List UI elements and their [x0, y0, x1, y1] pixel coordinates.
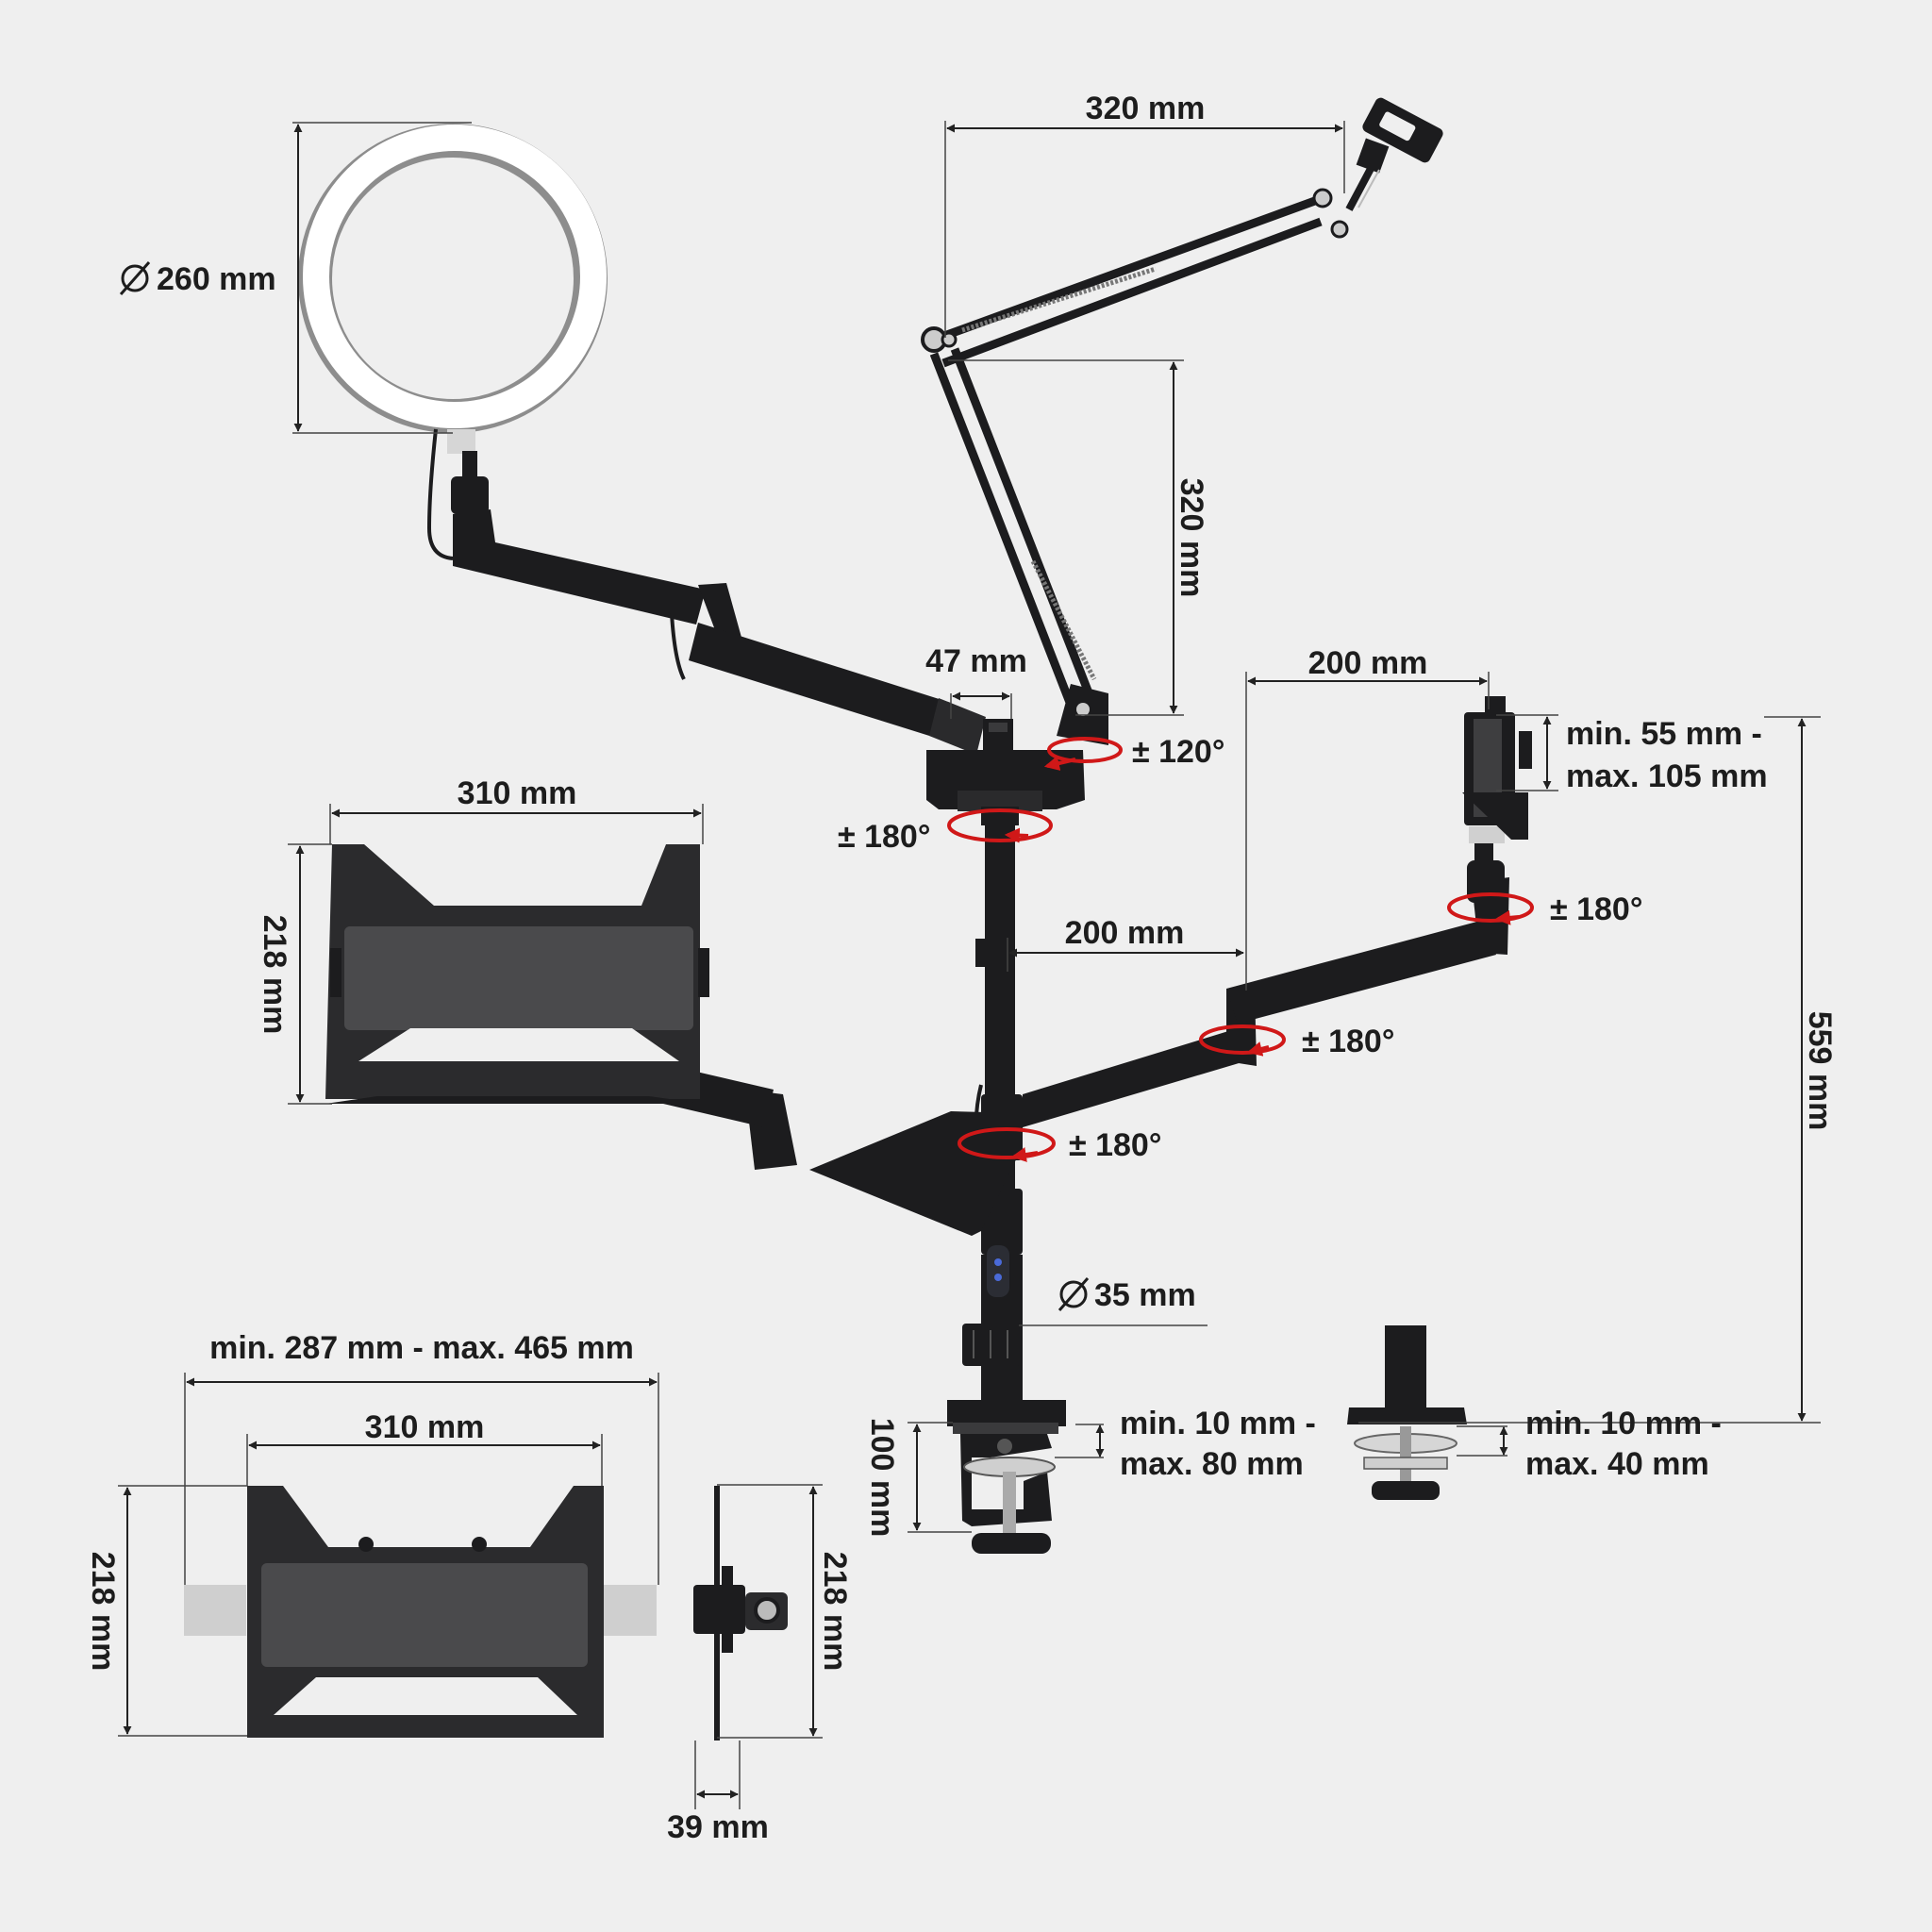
label-phone-head-rotation: ± 180°: [1550, 891, 1642, 927]
label-phone-arm-reach-top: 200 mm: [1308, 645, 1428, 681]
diameter-icon: [1058, 1277, 1090, 1311]
label-tray-side-height: 218 mm: [817, 1552, 853, 1672]
label-elbow-rotation: ± 180°: [1302, 1024, 1394, 1059]
label-tray-width-bottom: 310 mm: [365, 1409, 485, 1445]
label-clamp-height: 100 mm: [864, 1418, 900, 1538]
dimension-lines: [118, 121, 1821, 1809]
label-clamp-range-line1: min. 10 mm -: [1120, 1406, 1316, 1441]
label-clamp-range-line2: max. 80 mm: [1120, 1446, 1304, 1482]
laptop-tray-top: [325, 844, 1023, 1236]
laptop-tray-side: [693, 1486, 788, 1740]
label-tray-depth: 39 mm: [667, 1809, 769, 1845]
label-total-height: 559 mm: [1802, 1011, 1838, 1131]
label-tray-height-bottom: 218 mm: [85, 1552, 121, 1672]
label-tray-width-top: 310 mm: [458, 775, 577, 811]
label-tray-height-top: 218 mm: [257, 915, 292, 1035]
phone-arm: [1023, 696, 1532, 1127]
label-phone-clamp-line1: min. 55 mm -: [1566, 716, 1762, 752]
label-mic-rotation: ± 120°: [1132, 734, 1224, 770]
label-pole-diameter: 35 mm: [1094, 1277, 1196, 1313]
desk-clamp: [947, 1400, 1066, 1554]
laptop-tray-bottom: [184, 1486, 657, 1738]
label-mic-arm-height: 320 mm: [1174, 478, 1209, 598]
rotation-markers: [947, 737, 1534, 1162]
label-mid-rotation: ± 180°: [1069, 1127, 1161, 1163]
label-phone-arm-reach: 200 mm: [1065, 915, 1185, 951]
label-mic-arm-width: 320 mm: [1086, 91, 1206, 126]
label-pole-top: 47 mm: [925, 643, 1027, 679]
label-tray-extended-width: min. 287 mm - max. 465 mm: [209, 1330, 634, 1366]
grommet-mount: [1347, 1325, 1467, 1500]
label-phone-clamp-line2: max. 105 mm: [1566, 758, 1768, 794]
label-top-rotation: ± 180°: [838, 819, 930, 855]
label-ring-diameter: 260 mm: [157, 261, 276, 297]
ring-light: [298, 124, 608, 560]
label-grommet-range-line1: min. 10 mm -: [1525, 1406, 1722, 1441]
label-grommet-range-line2: max. 40 mm: [1525, 1446, 1709, 1482]
diameter-icon: [119, 261, 151, 295]
ring-light-arm: [453, 509, 986, 755]
mic-boom: [921, 97, 1443, 745]
